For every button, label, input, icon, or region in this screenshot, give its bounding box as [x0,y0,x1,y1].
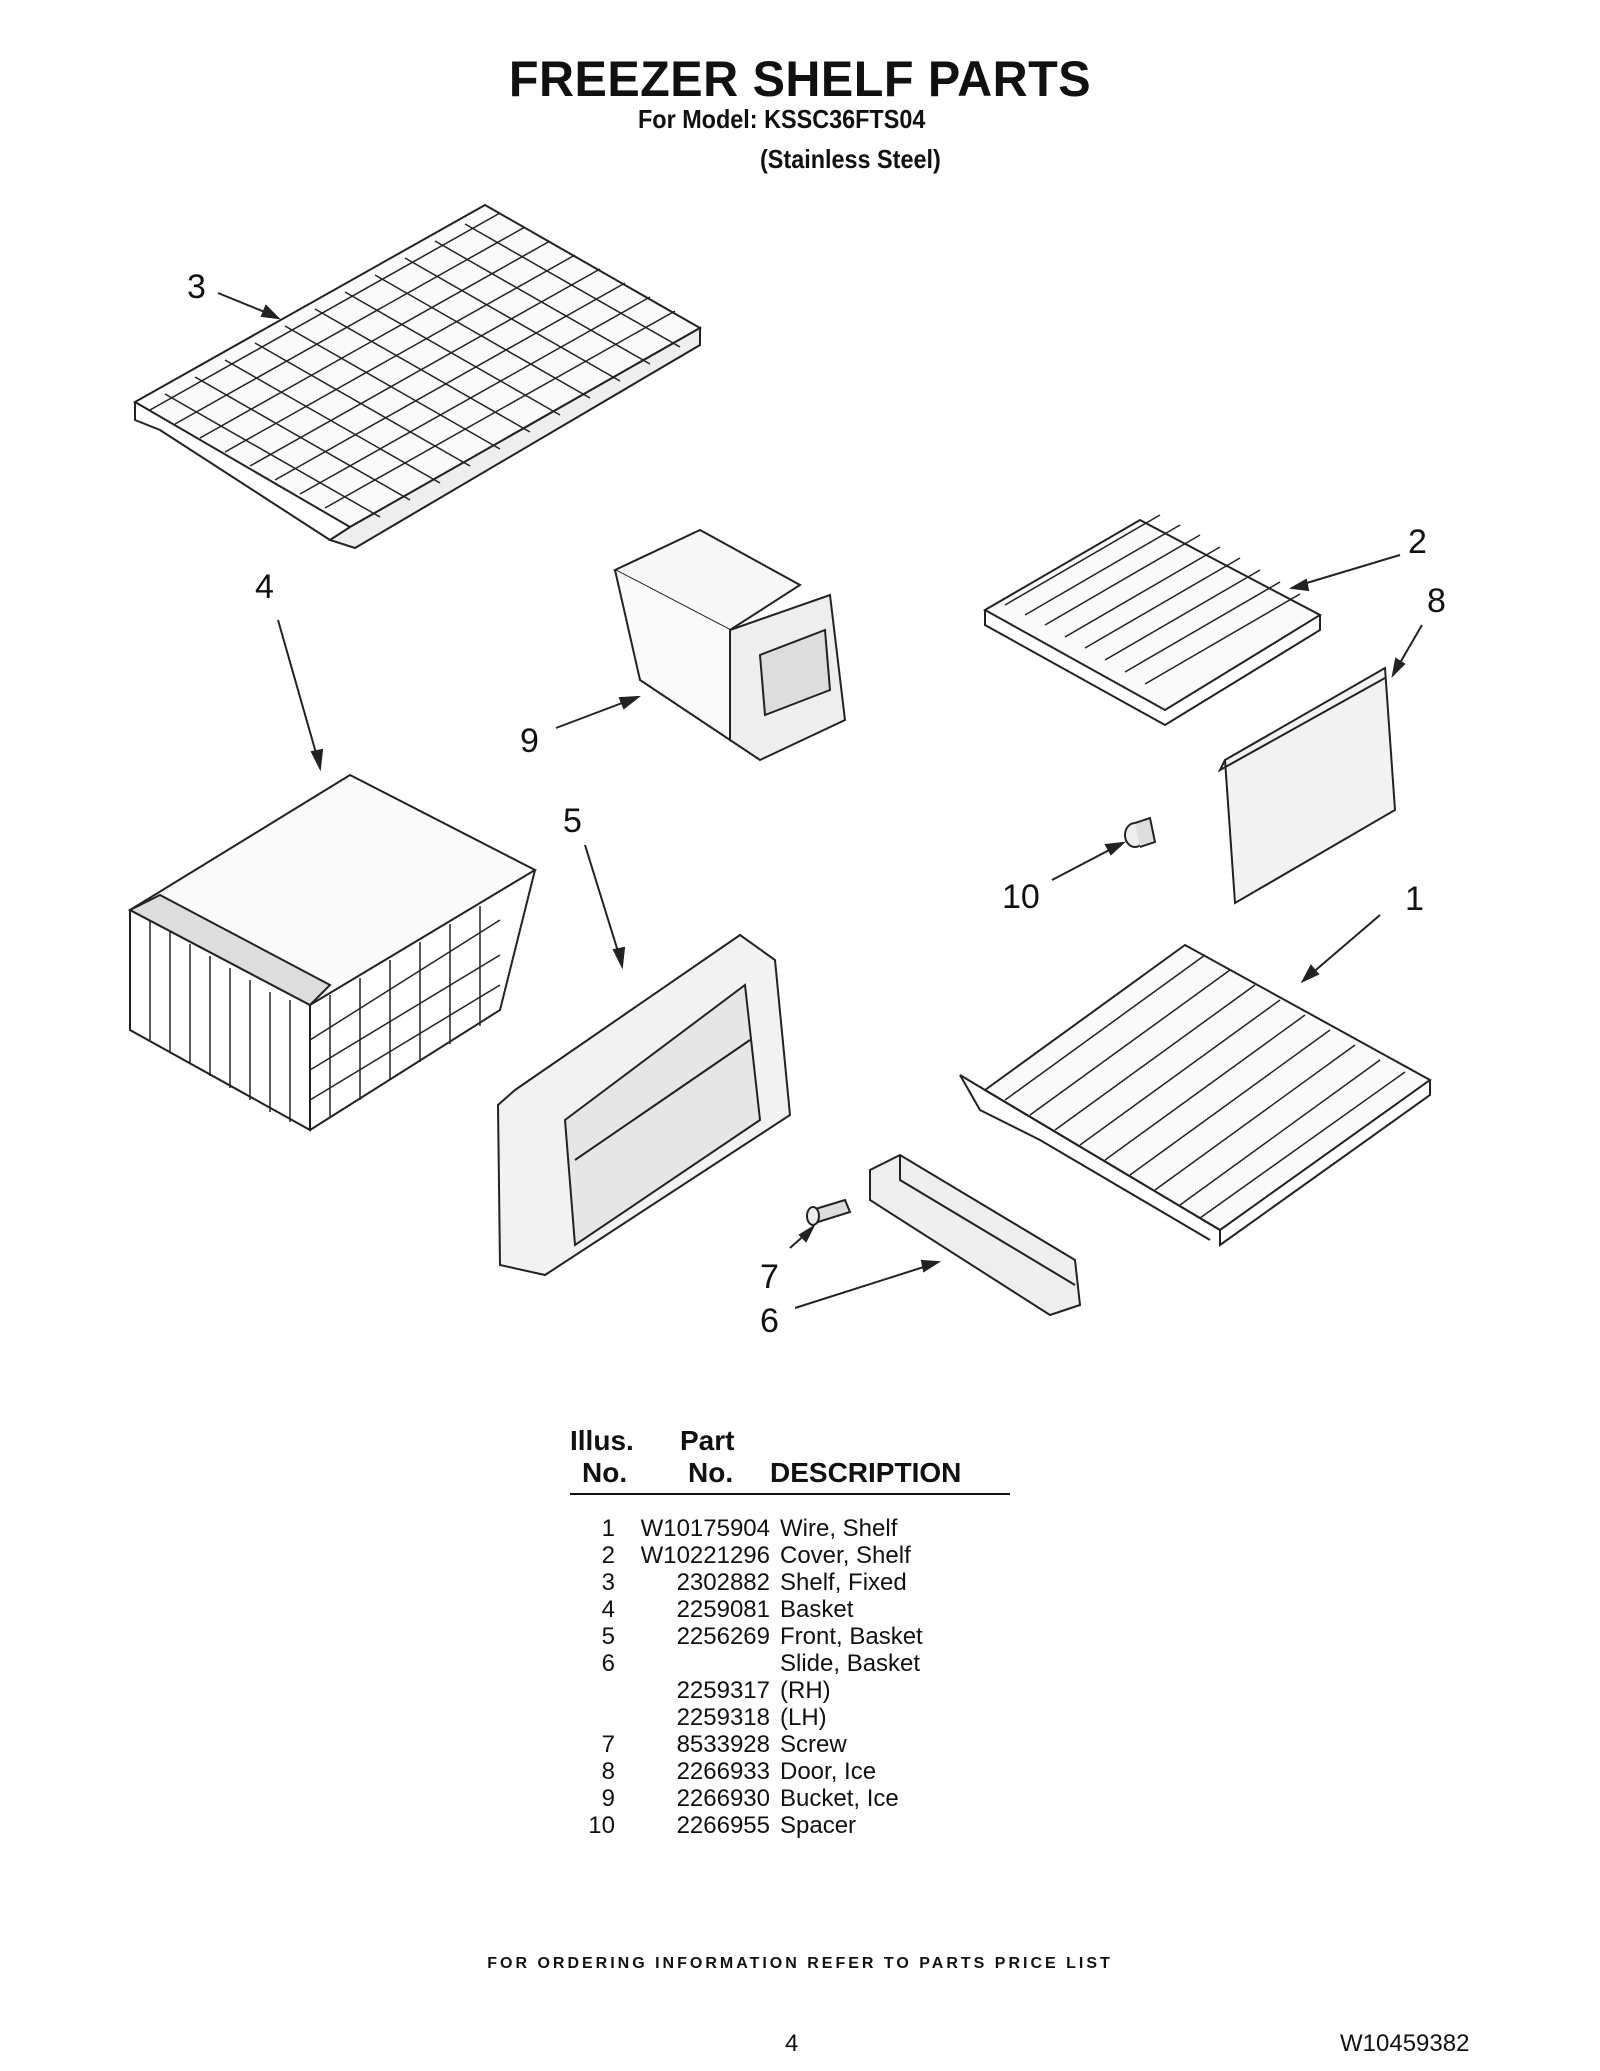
finish-line: (Stainless Steel) [760,144,941,174]
ordering-note: FOR ORDERING INFORMATION REFER TO PARTS … [487,1955,1113,1972]
basket-slide-drawing [869,1153,1082,1317]
header-illus-bottom: No. [582,1457,628,1488]
page-title: FREEZER SHELF PARTS [508,51,1092,107]
ice-door-drawing [1217,666,1397,905]
header-illus-top: Illus. [570,1425,634,1456]
basket-drawing [127,773,538,1132]
shelf-cover-drawing [982,514,1323,727]
callout-6: 6 [760,1302,779,1340]
wire-shelf-drawing [959,943,1432,1247]
callout-2: 2 [1408,523,1427,561]
header-part-top: Part [680,1425,735,1456]
model-line: For Model: KSSC36FTS04 [638,104,926,134]
exploded-parts-diagram: 1 2 3 4 5 6 7 8 9 10 [127,203,1446,1340]
basket-front-drawing [496,933,792,1277]
callout-4: 4 [255,568,274,606]
callout-3: 3 [187,268,206,306]
document-number: W10459382 [1340,2030,1470,2057]
callout-1: 1 [1405,880,1424,918]
screw-drawing [806,1198,852,1226]
fixed-shelf-drawing [132,203,703,550]
header-part-bottom: No. [688,1457,734,1488]
ice-bucket-drawing [612,528,847,762]
callout-9: 9 [520,722,539,760]
spacer-drawing [1124,816,1157,848]
callout-5: 5 [563,802,582,840]
header-divider [570,1493,1010,1495]
callout-8: 8 [1427,582,1446,620]
callout-7: 7 [760,1258,779,1296]
leader-lines [217,292,1423,1309]
callout-10: 10 [1002,878,1040,916]
header-description: DESCRIPTION [770,1457,962,1488]
page-number: 4 [785,2030,799,2057]
